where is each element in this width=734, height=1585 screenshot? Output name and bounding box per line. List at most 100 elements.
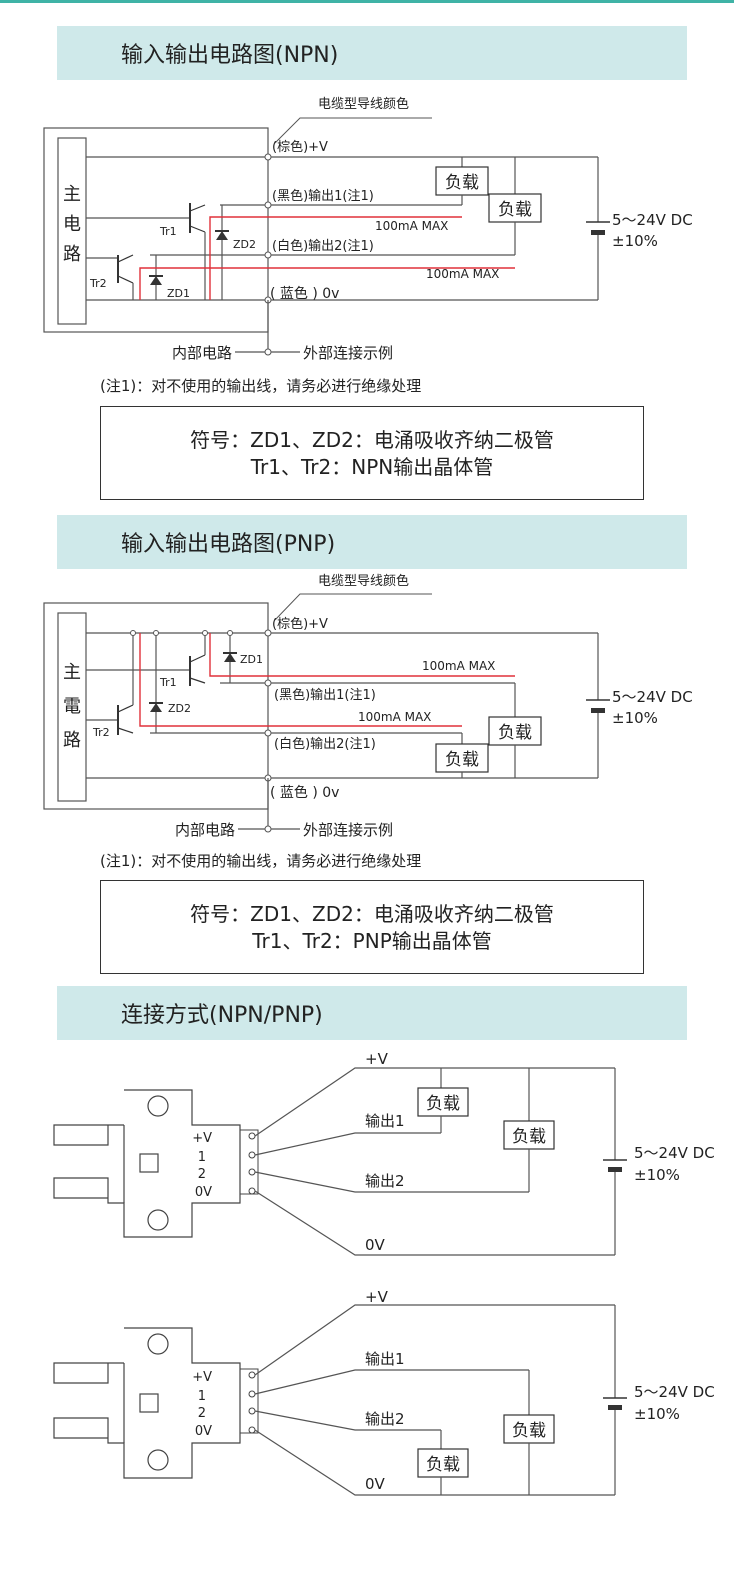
npn-max1-label: 100mA MAX [375,219,448,233]
pnp-section-header: 输入输出电路图(PNP) [57,515,687,569]
npn-current-path-2 [139,267,515,300]
npn-conn-load-1 [417,1087,469,1117]
pnp-legend-line-1: 符号：ZD1、ZD2：电涌吸收齐纳二极管 [190,902,554,926]
pnp-conn-supply-voltage: 5～24V DC [634,1383,715,1401]
pnp-tr1-label: Tr1 [159,676,177,689]
npn-conn-load-2-label: 负载 [512,1127,546,1147]
npn-max2-label: 100mA MAX [426,267,499,281]
npn-sensor-body-icon [53,1089,241,1238]
npn-circuit-diagram: 主 电 路 电缆型导线颜色 Tr1 ZD2 Tr2 ZD1 100mA MAX … [43,96,693,362]
pnp-conn-load-2-label: 负载 [426,1455,460,1475]
pnp-sensor-body-icon [53,1327,241,1479]
pnp-blue-label: ( 蓝色 ) 0v [270,784,339,801]
pnp-zd1-icon [224,653,236,662]
npn-main-char-3: 路 [63,244,81,265]
npn-conn-load-2 [503,1120,555,1150]
pnp-conn-wire-0v: 0V [365,1475,386,1493]
pnp-load-2 [435,743,489,773]
npn-internal-label: 内部电路 [172,344,232,362]
npn-conn-wire-out2: 输出2 [365,1172,405,1190]
npn-black-label: (黑色)输出1(注1) [272,188,374,204]
pnp-supply-tolerance: ±10% [612,709,658,727]
pnp-pin-1: 1 [198,1389,206,1404]
npn-main-circuit-box [57,137,87,325]
npn-conn-wire-out1: 输出1 [365,1112,405,1130]
pnp-pin-2: 2 [198,1406,206,1421]
pnp-conn-wire-v: +V [365,1288,389,1306]
npn-pin-v: +V [192,1131,212,1146]
pnp-external-label: 外部连接示例 [303,821,393,839]
npn-load-2 [488,193,542,223]
pnp-section-title: 输入输出电路图(PNP) [121,532,336,557]
pnp-tr2-label: Tr2 [92,726,110,739]
pnp-max1-label: 100mA MAX [422,659,495,673]
pnp-main-char-3: 路 [63,730,81,751]
pnp-zd2-icon [150,703,162,712]
pnp-current-path-2 [139,633,462,727]
pnp-main-char-2: 電 [63,696,81,717]
connection-section-title: 连接方式(NPN/PNP) [121,1003,323,1028]
npn-main-char-2: 电 [63,214,81,235]
pnp-legend-line-2: Tr1、Tr2：PNP输出晶体管 [252,929,492,953]
npn-pin-1: 1 [198,1150,206,1165]
pnp-pin-0v: 0V [195,1424,212,1439]
pnp-load-1 [488,716,542,746]
connection-section-header: 连接方式(NPN/PNP) [57,986,687,1040]
npn-current-path-1 [209,216,462,300]
npn-conn-wire-0v: 0V [365,1236,386,1254]
npn-zd2-icon [216,231,228,240]
pnp-conn-wire-out2: 输出2 [365,1410,405,1428]
pnp-conn-supply-tolerance: ±10% [634,1405,680,1423]
npn-pin-0v: 0V [195,1185,212,1200]
npn-conn-supply-voltage: 5～24V DC [634,1144,715,1162]
npn-load-1 [435,166,489,196]
npn-legend-box: 符号：ZD1、ZD2：电涌吸收齐纳二极管 Tr1、Tr2：NPN输出晶体管 [100,406,644,500]
pnp-connection-diagram: +V 1 2 0V +V 输出1 输出2 0V 负载 负载 5～24V DC ±… [53,1288,715,1496]
pnp-circuit-diagram: 主 電 路 电缆型导线颜色 Tr1 ZD1 Tr2 ZD2 100mA MAX … [43,573,693,839]
npn-supply-tolerance: ±10% [612,232,658,250]
npn-conn-supply-tolerance: ±10% [634,1166,680,1184]
pnp-load-2-label: 负载 [445,750,479,770]
npn-load-2-label: 负载 [498,200,532,220]
npn-pin-2: 2 [198,1167,206,1182]
pnp-cable-color-label: 电缆型导线颜色 [318,573,409,589]
pnp-legend-box: 符号：ZD1、ZD2：电涌吸收齐纳二极管 Tr1、Tr2：PNP输出晶体管 [100,880,644,974]
pnp-supply-voltage: 5～24V DC [612,688,693,706]
pnp-conn-wire-out1: 输出1 [365,1350,405,1368]
npn-section-title: 输入输出电路图(NPN) [121,43,339,68]
pnp-main-char-1: 主 [63,662,81,683]
pnp-current-path-1 [209,633,515,677]
npn-main-char-1: 主 [63,184,81,205]
npn-legend-line-1: 符号：ZD1、ZD2：电涌吸收齐纳二极管 [190,428,554,452]
npn-section-header: 输入输出电路图(NPN) [57,26,687,80]
pnp-internal-label: 内部电路 [175,821,235,839]
npn-note: (注1)：对不使用的输出线，请务必进行绝缘处理 [100,377,422,395]
npn-load-1-label: 负载 [445,173,479,193]
npn-white-label: (白色)输出2(注1) [272,238,374,254]
npn-zd1-icon [150,276,162,285]
pnp-pin-v: +V [192,1370,212,1385]
pnp-zd1-label: ZD1 [240,653,263,666]
npn-brown-label: (棕色)+V [272,139,328,155]
npn-blue-label: ( 蓝色 ) 0v [270,285,339,302]
pnp-conn-load-1 [503,1414,555,1444]
npn-supply-voltage: 5～24V DC [612,211,693,229]
pnp-brown-label: (棕色)+V [272,616,328,632]
top-accent-line [0,0,734,3]
npn-zd1-label: ZD1 [167,287,190,300]
pnp-conn-load-2 [417,1448,469,1478]
pnp-white-label: (白色)输出2(注1) [274,736,376,752]
npn-external-label: 外部连接示例 [303,344,393,362]
pnp-max2-label: 100mA MAX [358,710,431,724]
npn-legend-line-2: Tr1、Tr2：NPN输出晶体管 [250,455,494,479]
npn-tr1-label: Tr1 [159,225,177,238]
npn-conn-load-1-label: 负载 [426,1094,460,1114]
pnp-note: (注1)：对不使用的输出线，请务必进行绝缘处理 [100,852,422,870]
connection-diagrams: +V 1 2 0V +V 输出1 输出2 0V 负载 负载 5～24V DC ±… [53,1050,715,1496]
npn-cable-color-label: 电缆型导线颜色 [318,96,409,112]
pnp-zd2-label: ZD2 [168,702,191,715]
npn-tr2-label: Tr2 [89,277,107,290]
npn-connection-diagram: +V 1 2 0V +V 输出1 输出2 0V 负载 负载 5～24V DC ±… [53,1050,715,1256]
npn-internal-box [43,127,269,333]
pnp-conn-load-1-label: 负载 [512,1421,546,1441]
